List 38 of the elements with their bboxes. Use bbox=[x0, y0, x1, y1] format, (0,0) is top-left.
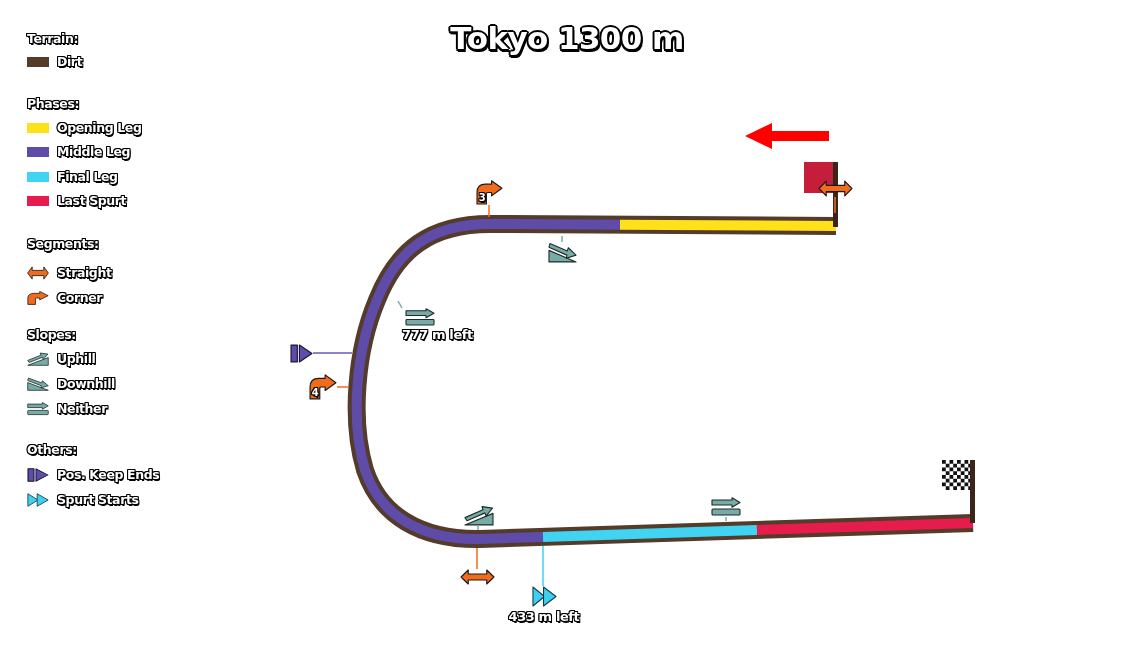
double-arrow-icon bbox=[460, 569, 495, 585]
legend-label: Spurt Starts bbox=[57, 492, 139, 508]
legend-label: Opening Leg bbox=[57, 120, 142, 136]
distance-label: 433 m left bbox=[507, 609, 582, 624]
legend-label: Last Spurt bbox=[57, 193, 127, 209]
legend-label: Pos. Keep Ends bbox=[57, 467, 160, 483]
legend-label: Neither bbox=[57, 401, 107, 417]
legend-heading: Phases: bbox=[27, 96, 80, 112]
ramp-down-icon bbox=[548, 242, 577, 263]
leader-line bbox=[725, 516, 727, 522]
legend-label: Final Leg bbox=[57, 169, 118, 185]
leader-line bbox=[561, 235, 563, 243]
corner-number: 4 bbox=[310, 387, 320, 399]
leader-line bbox=[476, 547, 478, 570]
double-arrow-icon bbox=[818, 180, 853, 197]
legend-label: Uphill bbox=[57, 351, 96, 367]
flat-arrow-icon bbox=[711, 497, 741, 517]
leader-line bbox=[312, 352, 353, 354]
legend-heading: Others: bbox=[27, 442, 77, 458]
ramp-up-icon bbox=[464, 505, 494, 526]
legend-label: Middle Leg bbox=[57, 144, 131, 160]
bar-and-triangle-icon bbox=[290, 344, 313, 363]
legend-heading: Segments: bbox=[27, 236, 99, 252]
leader-line bbox=[336, 386, 349, 388]
legend-heading: Terrain: bbox=[27, 31, 79, 47]
leader-line bbox=[542, 545, 544, 587]
distance-label: 777 m left bbox=[402, 327, 475, 342]
leader-line bbox=[488, 204, 490, 218]
legend-label: Downhill bbox=[57, 376, 115, 392]
legend-label: Straight bbox=[57, 265, 112, 281]
legend-label: Corner bbox=[57, 290, 103, 306]
leader-line bbox=[397, 300, 403, 309]
legend-label: Dirt bbox=[57, 54, 83, 70]
leader-line bbox=[477, 525, 479, 531]
legend-heading: Slopes: bbox=[27, 327, 76, 343]
corner-number: 3 bbox=[477, 192, 487, 204]
title: Tokyo 1300 m bbox=[450, 19, 684, 57]
leader-line bbox=[834, 196, 836, 214]
